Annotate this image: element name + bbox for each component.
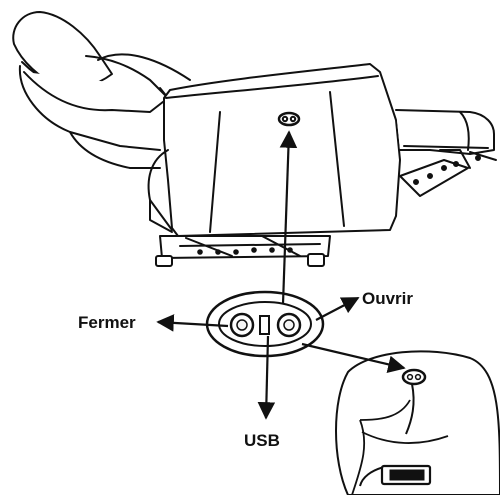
recliner-chair [12, 11, 497, 267]
arrow-to-chair-port [279, 130, 298, 305]
arrow-open [315, 297, 360, 321]
chair-base-frame [155, 235, 331, 267]
usb-slot [259, 315, 270, 335]
battery-pack-icon [380, 464, 432, 486]
chair-body [147, 63, 401, 237]
usb-port-icon [401, 368, 427, 386]
arrow-close [156, 314, 229, 332]
dual-button-control-icon [205, 290, 325, 358]
label-open: Ouvrir [362, 289, 413, 308]
chair-footrest [395, 109, 497, 197]
arrow-to-inset [301, 342, 406, 373]
label-usb: USB [244, 431, 280, 450]
battery-inset [335, 350, 500, 495]
callout-arrows [156, 130, 406, 420]
label-close: Fermer [78, 313, 136, 332]
chair-port [277, 111, 301, 127]
arrow-usb [257, 335, 276, 420]
chair-backrest [12, 11, 191, 169]
